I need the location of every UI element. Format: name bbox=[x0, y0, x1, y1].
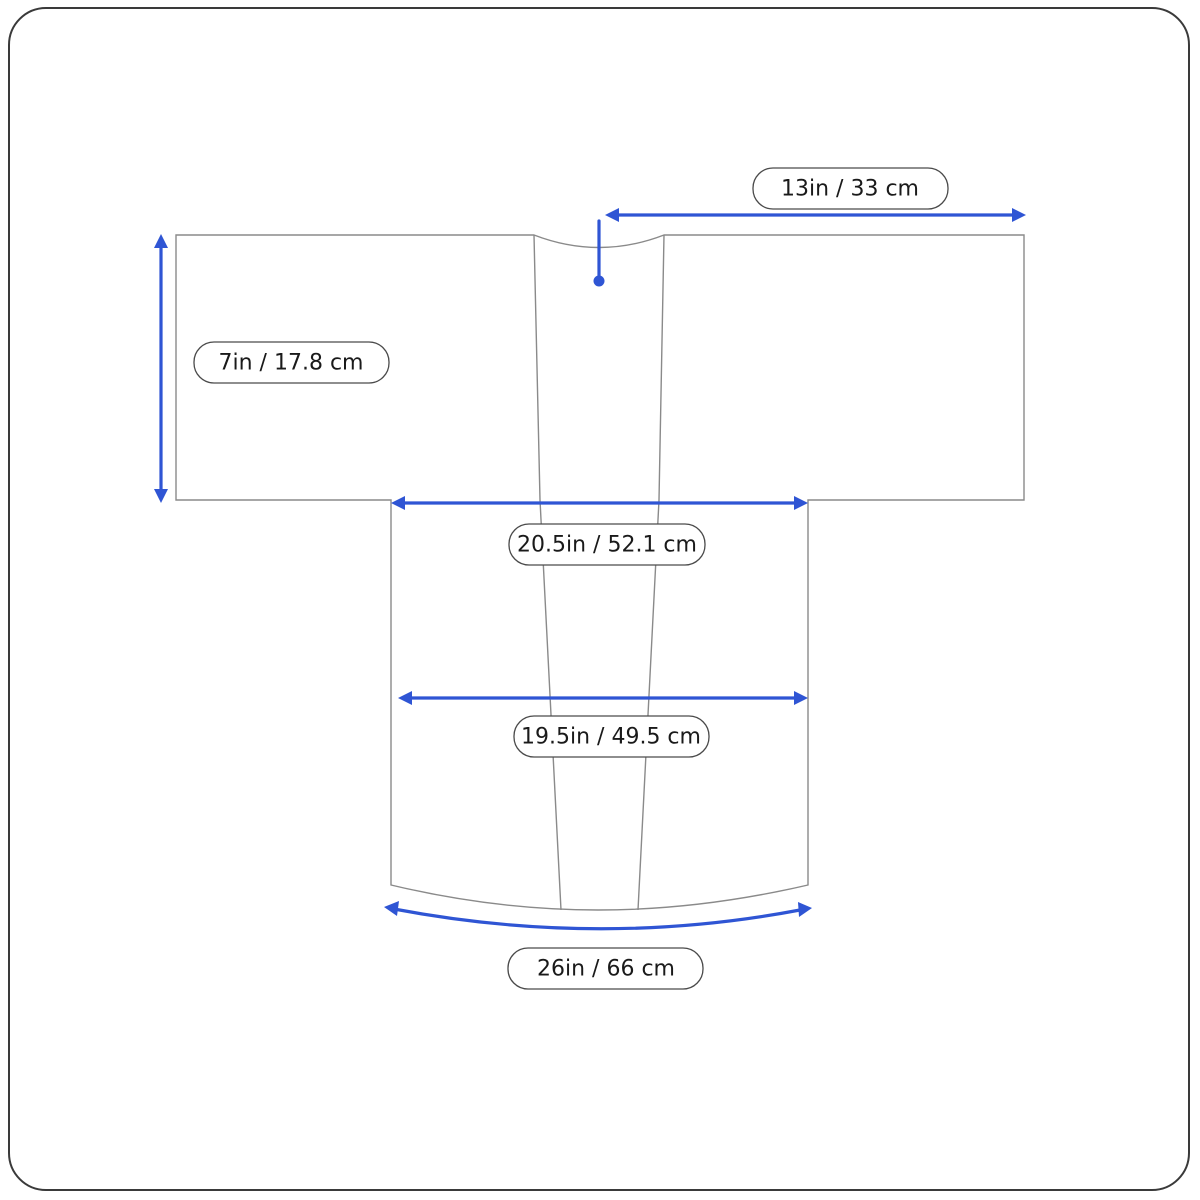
diagram-frame bbox=[8, 7, 1190, 1191]
chest-width-arrow-right bbox=[794, 496, 808, 510]
sleeve-height-pill bbox=[193, 341, 390, 384]
sleeve-length-pill bbox=[752, 167, 949, 210]
body-width-pill bbox=[513, 715, 710, 758]
chest-width-label: 20.5in / 52.1 cm bbox=[517, 533, 697, 558]
garment-body-outline bbox=[175, 234, 1025, 911]
sleeve-length-arrow-left bbox=[605, 208, 619, 222]
garment-outline bbox=[175, 234, 1025, 911]
body-width-arrow-right bbox=[794, 691, 808, 705]
body-width-measure: 19.5in / 49.5 cm bbox=[398, 691, 808, 758]
sleeve-height-arrow-top bbox=[154, 234, 168, 248]
front-band-right bbox=[637, 234, 665, 911]
body-width-arrow-left bbox=[398, 691, 412, 705]
sleeve-length-arrow-right bbox=[1012, 208, 1026, 222]
hem-width-curve bbox=[392, 907, 802, 931]
hem-width-label: 26in / 66 cm bbox=[537, 957, 675, 982]
chest-width-arrow-left bbox=[391, 496, 405, 510]
hem-width-measure: 26in / 66 cm bbox=[384, 901, 812, 990]
front-band-left bbox=[533, 234, 562, 911]
hem-width-pill bbox=[507, 947, 704, 990]
sleeve-height-label: 7in / 17.8 cm bbox=[219, 351, 364, 376]
body-width-label: 19.5in / 49.5 cm bbox=[521, 725, 701, 750]
hem-width-arrow-left bbox=[384, 901, 399, 916]
sleeve-height-arrow-bottom bbox=[154, 489, 168, 503]
hem-width-arrow-right bbox=[798, 902, 812, 917]
sleeve-height-measure: 7in / 17.8 cm bbox=[154, 234, 390, 503]
sleeve-length-label: 13in / 33 cm bbox=[781, 177, 919, 202]
chest-width-pill bbox=[508, 523, 706, 566]
sleeve-length-measure: 13in / 33 cm bbox=[593, 167, 1026, 287]
sleeve-length-start-dot bbox=[593, 275, 605, 287]
chest-width-measure: 20.5in / 52.1 cm bbox=[391, 496, 808, 566]
